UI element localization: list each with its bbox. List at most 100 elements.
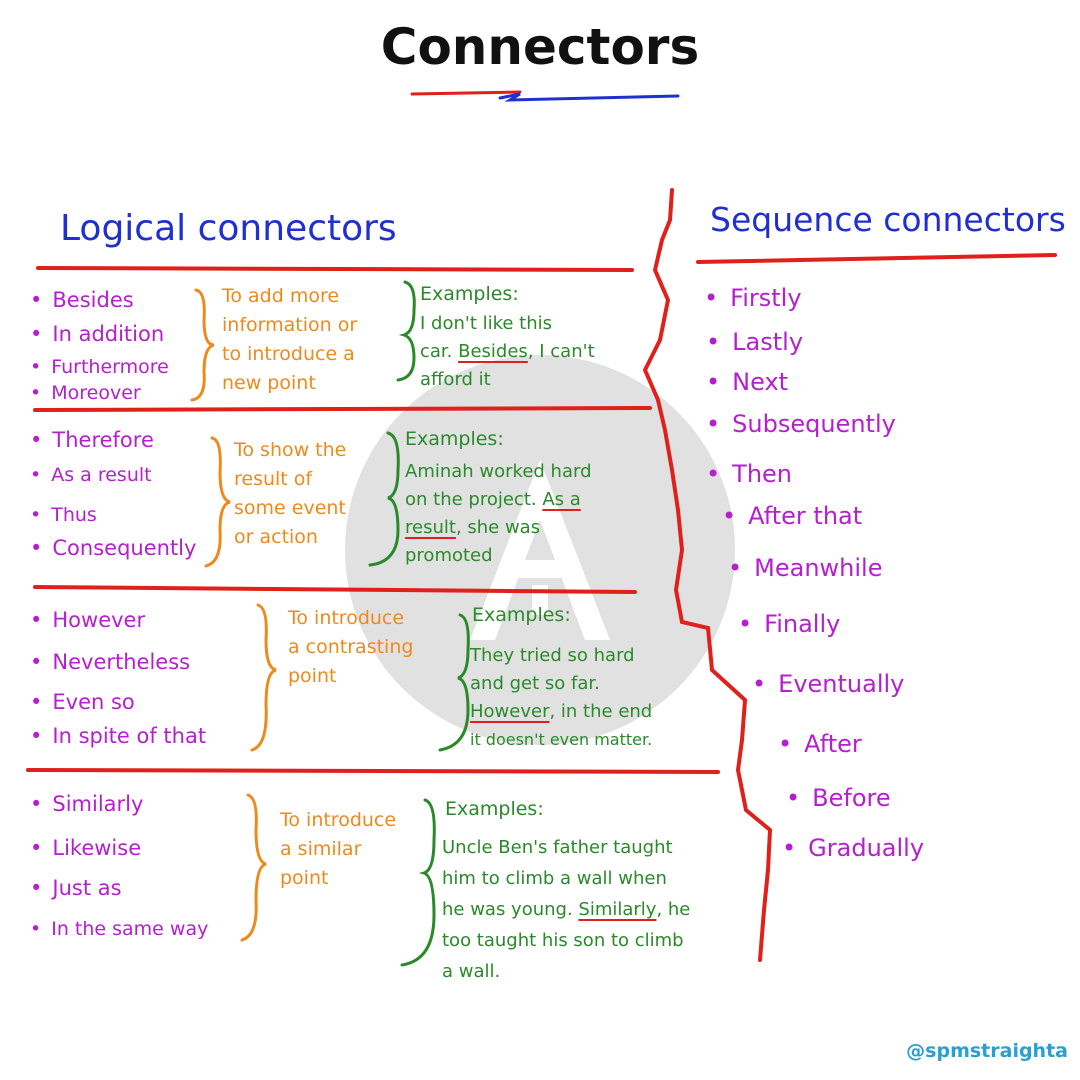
list-item: Similarly xyxy=(30,792,143,816)
example-line-post: , in the end xyxy=(549,701,653,722)
list-item: Moreover xyxy=(30,382,140,404)
example-highlight: Similarly xyxy=(578,899,657,920)
example-line: They tried so hard xyxy=(470,642,652,670)
list-item: Then xyxy=(706,460,792,488)
list-item: After xyxy=(778,730,862,758)
example-line-pre: he was young. xyxy=(442,899,579,920)
purpose-line: information or xyxy=(222,314,358,336)
purpose-line: point xyxy=(288,665,337,687)
example-line-pre: car. xyxy=(420,341,459,362)
example-line: car. Besides, I can't xyxy=(420,338,595,366)
list-item: In the same way xyxy=(30,918,208,940)
example-line-pre: They tried so hard xyxy=(470,645,635,666)
example-highlight: As a xyxy=(542,489,581,510)
list-item: Furthermore xyxy=(30,356,169,378)
purpose-line: To introduce xyxy=(280,809,397,831)
list-item: In spite of that xyxy=(30,724,206,748)
example-text-3: They tried so hard and get so far. Howev… xyxy=(470,642,652,754)
example-line-pre: promoted xyxy=(405,545,493,566)
example-line: it doesn't even matter. xyxy=(470,726,652,754)
example-line: Uncle Ben's father taught xyxy=(442,832,690,863)
example-line: too taught his son to climb xyxy=(442,925,690,956)
example-label-3: Examples: xyxy=(472,604,571,626)
example-text-2: Aminah worked hard on the project. As a … xyxy=(405,458,592,570)
sequence-heading: Sequence connectors xyxy=(710,200,1066,239)
example-line: on the project. As a xyxy=(405,486,592,514)
example-line: him to climb a wall when xyxy=(442,863,690,894)
list-item: Before xyxy=(786,784,890,812)
example-line-pre: Aminah worked hard xyxy=(405,461,592,482)
purpose-line: To introduce xyxy=(288,607,405,629)
example-text-4: Uncle Ben's father taught him to climb a… xyxy=(442,832,690,987)
list-item: Finally xyxy=(738,610,840,638)
example-line-pre: on the project. xyxy=(405,489,543,510)
social-handle: @spmstraighta xyxy=(906,1040,1068,1062)
example-line-pre: it doesn't even matter. xyxy=(470,730,653,749)
example-text-1: I don't like this car. Besides, I can't … xyxy=(420,310,595,394)
purpose-3: To introduce a contrasting point xyxy=(288,604,413,691)
purpose-line: To show the xyxy=(234,439,347,461)
purpose-line: a contrasting xyxy=(288,636,414,658)
purpose-line: a similar xyxy=(280,838,362,860)
list-item: Besides xyxy=(30,288,133,312)
list-item: Consequently xyxy=(30,536,196,560)
example-line-pre: afford it xyxy=(420,369,491,390)
example-line-pre: too taught his son to climb xyxy=(442,930,684,951)
title-underline xyxy=(410,90,680,102)
example-line: he was young. Similarly, he xyxy=(442,894,690,925)
example-line-post: , I can't xyxy=(527,341,595,362)
example-highlight: result xyxy=(405,517,456,538)
list-item: Lastly xyxy=(706,328,803,356)
list-item: Meanwhile xyxy=(728,554,882,582)
list-item: Subsequently xyxy=(706,410,896,438)
list-item: Eventually xyxy=(752,670,904,698)
list-item: Next xyxy=(706,368,788,396)
example-line-post: , she was xyxy=(455,517,541,538)
example-line-pre: a wall. xyxy=(442,961,501,982)
purpose-4: To introduce a similar point xyxy=(280,806,396,893)
example-label-1: Examples: xyxy=(420,283,519,305)
example-line-pre: Uncle Ben's father taught xyxy=(442,837,673,858)
logical-heading: Logical connectors xyxy=(60,208,397,249)
list-item: Nevertheless xyxy=(30,650,190,674)
list-item: Even so xyxy=(30,690,134,714)
purpose-line: result of xyxy=(234,468,313,490)
example-line-pre: I don't like this xyxy=(420,313,553,334)
example-line: promoted xyxy=(405,542,592,570)
example-line: a wall. xyxy=(442,956,690,987)
list-item: Gradually xyxy=(782,834,924,862)
example-line: However, in the end xyxy=(470,698,652,726)
example-line-pre: and get so far. xyxy=(470,673,600,694)
example-line: and get so far. xyxy=(470,670,652,698)
purpose-line: some event xyxy=(234,497,346,519)
example-line: result, she was xyxy=(405,514,592,542)
list-item: As a result xyxy=(30,464,151,486)
purpose-line: point xyxy=(280,867,329,889)
list-item: In addition xyxy=(30,322,164,346)
example-line: afford it xyxy=(420,366,595,394)
example-line-post: , he xyxy=(656,899,691,920)
list-item: Thus xyxy=(30,504,97,526)
list-item: Just as xyxy=(30,876,121,900)
purpose-line: to introduce a xyxy=(222,343,355,365)
example-highlight: However xyxy=(470,701,550,722)
purpose-line: or action xyxy=(234,526,318,548)
example-highlight: Besides xyxy=(458,341,528,362)
example-label-4: Examples: xyxy=(445,798,544,820)
list-item: Firstly xyxy=(704,284,801,312)
example-line: Aminah worked hard xyxy=(405,458,592,486)
list-item: Therefore xyxy=(30,428,153,452)
purpose-line: new point xyxy=(222,372,316,394)
purpose-1: To add more information or to introduce … xyxy=(222,282,357,398)
purpose-line: To add more xyxy=(222,285,340,307)
list-item: However xyxy=(30,608,145,632)
page-title: Connectors xyxy=(380,18,700,76)
list-item: After that xyxy=(722,502,862,530)
example-line: I don't like this xyxy=(420,310,595,338)
list-item: Likewise xyxy=(30,836,141,860)
example-label-2: Examples: xyxy=(405,428,504,450)
purpose-2: To show the result of some event or acti… xyxy=(234,436,346,552)
example-line-pre: him to climb a wall when xyxy=(442,868,667,889)
